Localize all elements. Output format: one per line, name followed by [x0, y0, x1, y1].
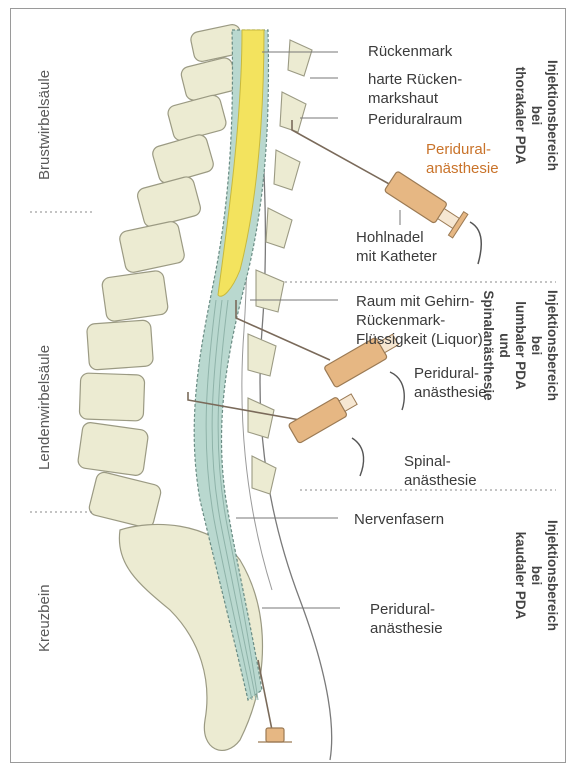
- needle-caudal: [258, 660, 272, 730]
- injection-area-thoracic: Injektionsbereich bei thorakaler PDA: [512, 60, 560, 171]
- region-thoracic: Brustwirbelsäule: [36, 70, 53, 180]
- needle-thoracic: [292, 120, 400, 190]
- label-hohlnadel: Hohlnadel mit Katheter: [356, 228, 437, 266]
- label-liquorraum: Raum mit Gehirn- Rückenmark- Flüssigkeit…: [356, 292, 483, 349]
- label-harte-rueckenmarkshaut: harte Rücken- markshaut: [368, 70, 462, 108]
- label-periduralraum: Periduralraum: [368, 110, 462, 129]
- catheter: [470, 222, 481, 264]
- label-periduralanaesthesie-lumbar: Peridural- anästhesie: [414, 364, 487, 402]
- syringe-lumbar-line: [390, 372, 404, 410]
- region-lumbar: Lendenwirbelsäule: [36, 345, 53, 470]
- label-periduralanaesthesie-caudal: Peridural- anästhesie: [370, 600, 443, 638]
- region-sacrum: Kreuzbein: [36, 584, 53, 652]
- needle-caudal-hub: [266, 728, 284, 742]
- label-periduralanaesthesie-thoracic: Peridural- anästhesie: [426, 140, 499, 178]
- syringe-spinal-line: [352, 438, 364, 476]
- label-spinalanaesthesie: Spinal- anästhesie: [404, 452, 477, 490]
- injection-area-lumbar: Injektionsbereich bei lumbaler PDA und S…: [480, 290, 560, 401]
- label-rueckenmark: Rückenmark: [368, 42, 452, 61]
- back-outline: [258, 40, 332, 760]
- injection-area-caudal: Injektionsbereich bei kaudaler PDA: [512, 520, 560, 631]
- syringe-spinal: [288, 390, 360, 444]
- label-nervenfasern: Nervenfasern: [354, 510, 444, 529]
